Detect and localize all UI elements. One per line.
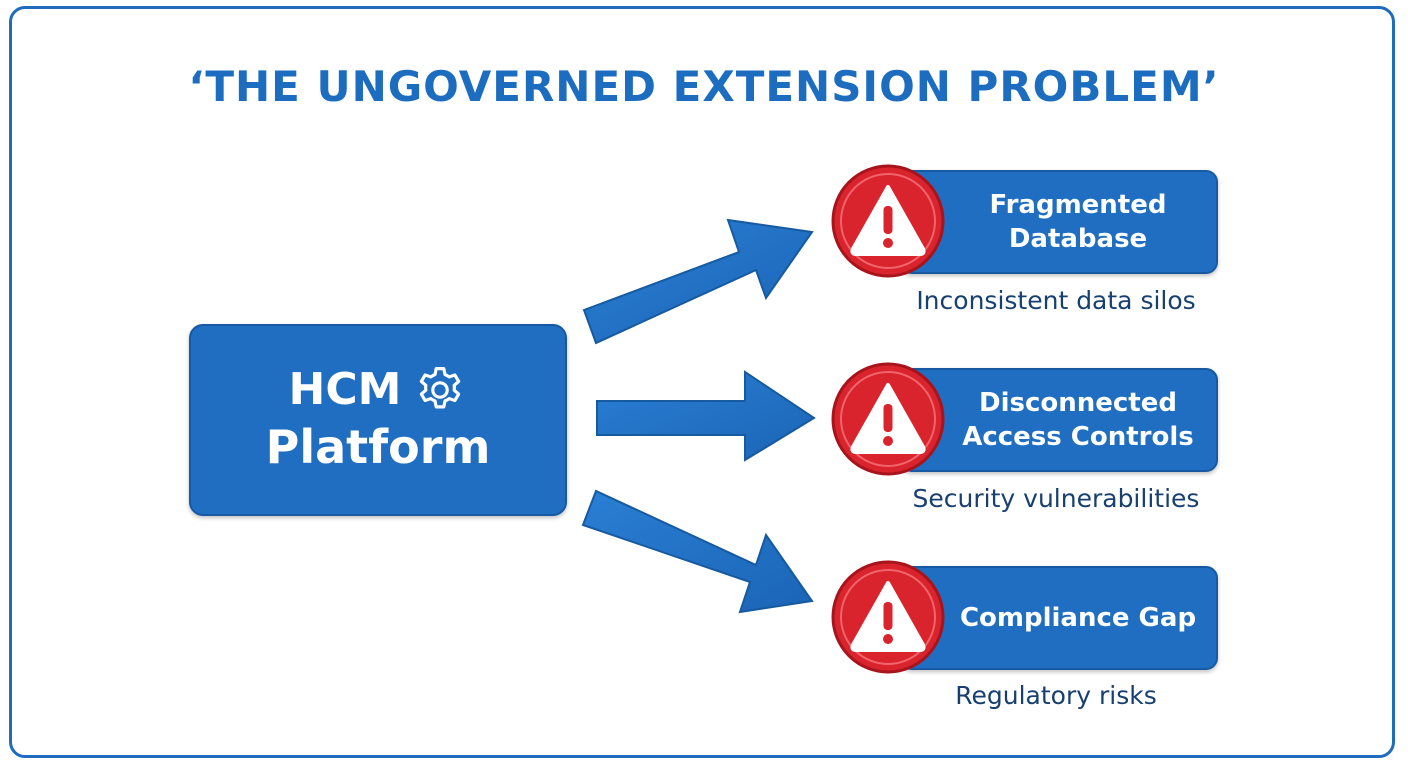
risk-box-compliance-gap (900, 566, 1218, 670)
arrow-to-fragmented-database (582, 218, 814, 345)
risk-label-compliance-gap: Compliance Gap (959, 603, 1197, 633)
risk-description-access-controls: Security vulnerabilities (912, 484, 1200, 513)
diagram-title: ‘THE UNGOVERNED EXTENSION PROBLEM’ (188, 62, 1220, 111)
risk-description-fragmented-database: Inconsistent data silos (916, 286, 1196, 315)
warning-icon (831, 362, 945, 476)
gear-icon (420, 367, 461, 409)
arrow-to-access-controls (596, 370, 816, 462)
risk-description-compliance-gap: Regulatory risks (955, 681, 1157, 710)
risk-label-fragmented-database: Fragmented Database (989, 190, 1167, 254)
platform-label: Platform (265, 420, 491, 474)
warning-icon (831, 164, 945, 278)
hcm-label: HCM (288, 364, 402, 415)
risk-label-access-controls: Disconnected Access Controls (962, 388, 1194, 452)
arrow-to-compliance-gap (581, 489, 814, 614)
hcm-platform-box: HCM Platform (189, 324, 567, 516)
warning-icon (831, 560, 945, 674)
